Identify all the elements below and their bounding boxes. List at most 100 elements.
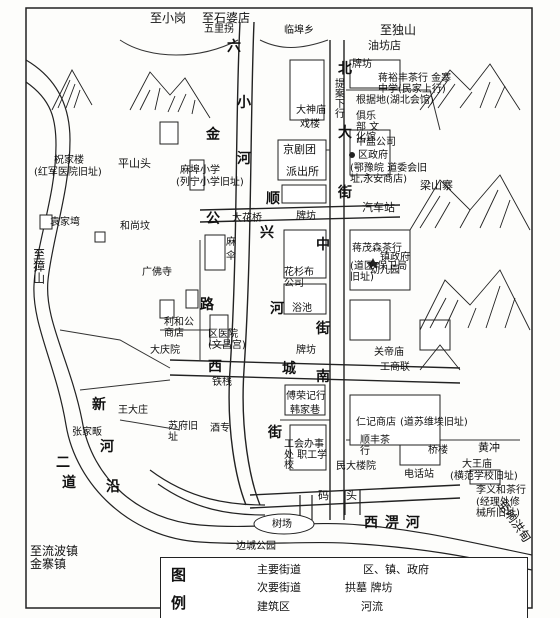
river-lines — [25, 59, 533, 571]
street-char: 大 — [338, 125, 353, 141]
place-label: (道苏维埃旧址) — [400, 417, 468, 428]
place-label: 关帝庙 — [374, 347, 404, 358]
place-label: 王大庄 — [118, 405, 148, 416]
road-to-xiaogang: 至小岗 — [150, 11, 187, 25]
street-char: 北 — [338, 61, 353, 77]
place-label: 仁记商店 — [356, 417, 396, 428]
linhuxiang-label: 临埠乡 — [284, 25, 314, 36]
place-label: (红军医院旧址) — [34, 167, 102, 178]
place-label: 铁栈 — [212, 377, 232, 388]
place-label: 浴池 — [292, 303, 312, 314]
place-label: (道区 保卫局旧址) — [350, 261, 408, 283]
street-char: 公 — [206, 211, 221, 227]
place-label: 伞 — [226, 251, 236, 262]
place-label: 牌坊 — [296, 345, 316, 356]
legend-bridge-archway: 拱墓 牌坊 — [345, 581, 393, 594]
place-label: 蒋茂森茶行 — [352, 243, 402, 254]
place-label: 大庆院 — [150, 345, 180, 356]
place-label: 幼儿园 — [370, 265, 400, 276]
street-char: 城 — [282, 361, 297, 377]
place-label: 黄冲 — [478, 441, 500, 454]
legend-minor-road: 次要街道 — [257, 581, 301, 594]
place-label: 中盐公司 — [356, 137, 396, 148]
place-label: 花杉布 公司 — [284, 267, 314, 289]
place-label: 戏楼 — [300, 119, 320, 130]
place-label: 大王庙 — [462, 459, 492, 470]
park-island — [253, 513, 315, 535]
place-label: 镇政府 — [380, 252, 410, 263]
place-label: 和尚坟 — [120, 221, 150, 232]
road-to-dushan: 至独山 — [380, 23, 417, 37]
wulichuai-label: 五里拐 — [204, 24, 234, 35]
place-label: 派出所 — [286, 165, 319, 178]
street-char: 二 — [56, 455, 71, 471]
legend-building: 建筑区 — [257, 600, 290, 613]
place-label: 牌坊 — [296, 211, 316, 222]
place-label: 苏府旧址 — [168, 421, 198, 443]
street-char: 道 — [62, 475, 77, 491]
place-label: 平山头 — [118, 157, 151, 170]
place-label: 利和公 商店 — [164, 317, 194, 339]
place-label: 张家畈 — [72, 427, 102, 438]
street-char: 沿 — [106, 479, 121, 495]
place-label: 工商联 — [380, 362, 410, 373]
legend-major-road: 主要街道 — [257, 563, 301, 576]
street-char: 六 — [227, 39, 242, 55]
place-label: 祝家楼 — [54, 155, 84, 166]
place-label: 韩家巷 — [290, 405, 320, 416]
street-char: 中 — [316, 237, 331, 253]
street-char: 小 — [237, 95, 252, 111]
street-char: 街 — [268, 425, 283, 441]
legend-title-1: 图 — [171, 566, 187, 584]
place-label: 树场 — [272, 519, 292, 530]
street-char: 河 — [237, 151, 252, 167]
place-label: 工会办事处 职工学校 — [284, 439, 328, 471]
main-streets — [169, 21, 461, 520]
place-label: 提案下行 — [332, 78, 344, 118]
place-label: (横范学校旧址) — [450, 471, 518, 482]
place-label: 边城公园 — [236, 541, 276, 552]
place-label: 根据地(湖北会馆) — [356, 95, 434, 106]
river-xipi-label: 西 淠 河 — [364, 515, 421, 531]
place-label: 顺丰茶行 — [360, 435, 390, 457]
place-label: 区医院 (文昌宫) — [208, 329, 246, 351]
place-label: 油坊店 — [368, 39, 401, 52]
street-char: 码 — [318, 489, 329, 502]
place-label: 牌坊 — [352, 59, 372, 70]
place-label: 蒋裕丰茶行 金寨中学(民家上行) — [378, 73, 452, 95]
place-label: 广佛寺 — [142, 267, 172, 278]
place-label: 京剧团 — [283, 143, 316, 156]
place-label: 酒专 — [210, 423, 230, 434]
street-char: 河 — [270, 301, 285, 317]
map-legend: 图 例 主要街道 次要街道 建筑区 区、镇、政府 拱墓 牌坊 河流 — [160, 557, 528, 618]
place-label: 大神庙 — [296, 105, 326, 116]
gov-marks — [349, 152, 379, 269]
place-label: 袁家塆 — [50, 217, 80, 228]
street-char: 头 — [346, 489, 357, 502]
street-char: 西 — [208, 359, 223, 375]
place-label: 桥楼 — [428, 445, 448, 456]
street-char: 兴 — [260, 225, 275, 241]
place-label: 民大楼院 — [336, 461, 376, 472]
place-label: 傅荣记行 — [286, 391, 326, 402]
legend-river: 河流 — [361, 600, 383, 613]
place-label: (列宁小学旧址) — [176, 177, 244, 188]
place-label: 麻 — [226, 237, 236, 248]
street-char: 新 — [92, 397, 107, 413]
road-to-zhangshan: 至獐山 — [31, 248, 46, 284]
road-to-jinzhai: 至流波镇 金寨镇 — [30, 544, 79, 571]
building-blocks — [39, 59, 501, 485]
road-to-shipodian: 至石婆店 — [202, 11, 251, 25]
street-char: 河 — [100, 439, 115, 455]
street-char: 金 — [206, 127, 221, 143]
street-char: 路 — [200, 297, 215, 313]
place-label: 电话站 — [404, 469, 434, 480]
place-label: (鄂豫皖 道委会旧址,永安商店) — [350, 163, 428, 185]
legend-title-2: 例 — [171, 594, 187, 612]
legend-government: 区、镇、政府 — [363, 563, 429, 576]
mountains — [51, 63, 531, 371]
place-label: (经理处修 械所旧址) — [476, 497, 520, 519]
street-char: 街 — [316, 321, 331, 337]
street-char: 街 — [338, 185, 353, 201]
